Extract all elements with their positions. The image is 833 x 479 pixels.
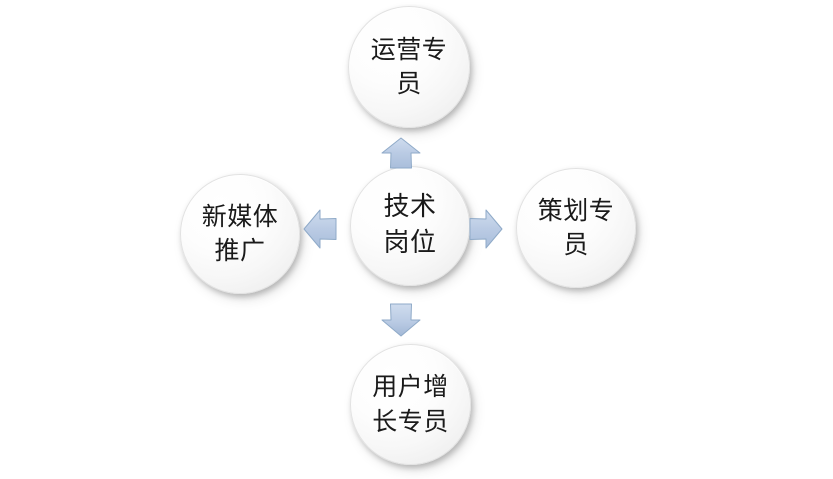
node-right-planning-specialist[interactable]: 策划专 员 (516, 168, 636, 288)
node-top-label: 运营专 员 (370, 34, 448, 99)
node-top-operations-specialist[interactable]: 运营专 员 (348, 6, 470, 128)
node-bottom-user-growth-specialist[interactable]: 用户增 长专员 (350, 344, 471, 465)
node-bottom-label: 用户增 长专员 (372, 372, 449, 436)
node-left-label: 新媒体 推广 (201, 201, 279, 266)
node-center-label: 技术 岗位 (383, 192, 437, 258)
node-left-new-media-promotion[interactable]: 新媒体 推广 (180, 174, 300, 294)
arrow-up-icon (381, 137, 421, 169)
node-right-label: 策划专 员 (537, 195, 615, 260)
node-center-technical-position[interactable]: 技术 岗位 (350, 166, 470, 286)
arrow-left-icon (303, 209, 337, 249)
arrow-down-icon (381, 303, 421, 337)
arrow-right-icon (469, 209, 503, 249)
